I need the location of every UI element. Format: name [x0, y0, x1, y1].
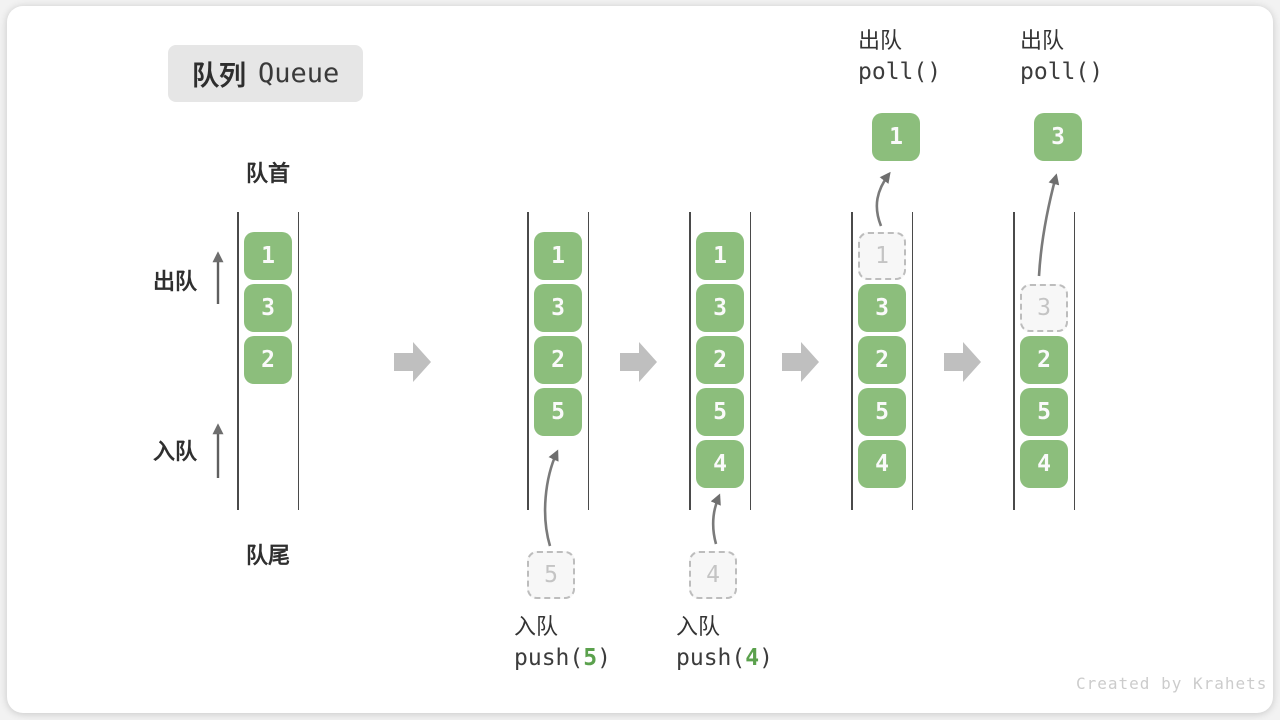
- code-pre: push(: [676, 645, 746, 671]
- removed-element-placeholder: 3: [1020, 284, 1068, 332]
- queue-element: 3: [696, 284, 744, 332]
- op-action-text: 出队: [1020, 28, 1065, 53]
- channel-wall-left: [851, 212, 853, 510]
- queue-element: 3: [858, 284, 906, 332]
- channel-wall-right: [297, 212, 299, 510]
- queue-element: 4: [1020, 440, 1068, 488]
- queue-element: 2: [858, 336, 906, 384]
- title-zh: 队列: [192, 61, 246, 91]
- op-code-text: poll(): [858, 59, 942, 85]
- channel-wall-left: [237, 212, 239, 510]
- code-pre: push(: [514, 645, 584, 671]
- op-code-text: push(4): [676, 642, 773, 674]
- queue-element: 2: [696, 336, 744, 384]
- op-action-text: 出队: [858, 28, 903, 53]
- dequeue-side-label: 出队: [153, 269, 198, 294]
- channel-wall-right: [587, 212, 589, 510]
- queue-element: 5: [858, 388, 906, 436]
- code-arg: 5: [583, 645, 598, 671]
- queue-element: 4: [858, 440, 906, 488]
- queue-element: 2: [1020, 336, 1068, 384]
- code-post: ): [597, 645, 611, 671]
- channel-wall-left: [527, 212, 529, 510]
- title-badge: 队列 Queue: [168, 45, 364, 102]
- queue-element: 3: [244, 284, 292, 332]
- dequeued-element: 1: [872, 113, 920, 161]
- title-en: Queue: [258, 58, 340, 89]
- diagram-card: [7, 6, 1273, 713]
- channel-wall-left: [1013, 212, 1015, 510]
- code-post: ): [759, 645, 773, 671]
- dequeue-op-label: 出队 poll(): [1020, 26, 1103, 88]
- removed-element-placeholder: 1: [858, 232, 906, 280]
- dequeued-element: 3: [1034, 113, 1082, 161]
- enqueue-op-label: 入队 push(5): [514, 612, 611, 674]
- queue-element: 3: [534, 284, 582, 332]
- incoming-element-placeholder: 4: [689, 551, 737, 599]
- op-code-text: push(5): [514, 642, 611, 674]
- queue-element: 5: [696, 388, 744, 436]
- queue-element: 2: [244, 336, 292, 384]
- code-arg: 4: [745, 645, 760, 671]
- queue-element: 2: [534, 336, 582, 384]
- queue-element: 5: [1020, 388, 1068, 436]
- queue-element: 1: [534, 232, 582, 280]
- queue-element: 4: [696, 440, 744, 488]
- incoming-element-placeholder: 5: [527, 551, 575, 599]
- op-code-text: poll(): [1020, 59, 1104, 85]
- enqueue-side-label: 入队: [153, 439, 198, 464]
- op-action-text: 入队: [676, 614, 721, 639]
- queue-element: 1: [244, 232, 292, 280]
- channel-wall-right: [749, 212, 751, 510]
- channel-wall-right: [911, 212, 913, 510]
- watermark: Created by Krahets: [1076, 674, 1268, 693]
- channel-wall-left: [689, 212, 691, 510]
- enqueue-op-label: 入队 push(4): [676, 612, 773, 674]
- queue-element: 1: [696, 232, 744, 280]
- dequeue-op-label: 出队 poll(): [858, 26, 941, 88]
- channel-wall-right: [1073, 212, 1075, 510]
- queue-rear-label: 队尾: [245, 543, 290, 568]
- op-action-text: 入队: [514, 614, 559, 639]
- queue-front-label: 队首: [245, 161, 290, 186]
- queue-element: 5: [534, 388, 582, 436]
